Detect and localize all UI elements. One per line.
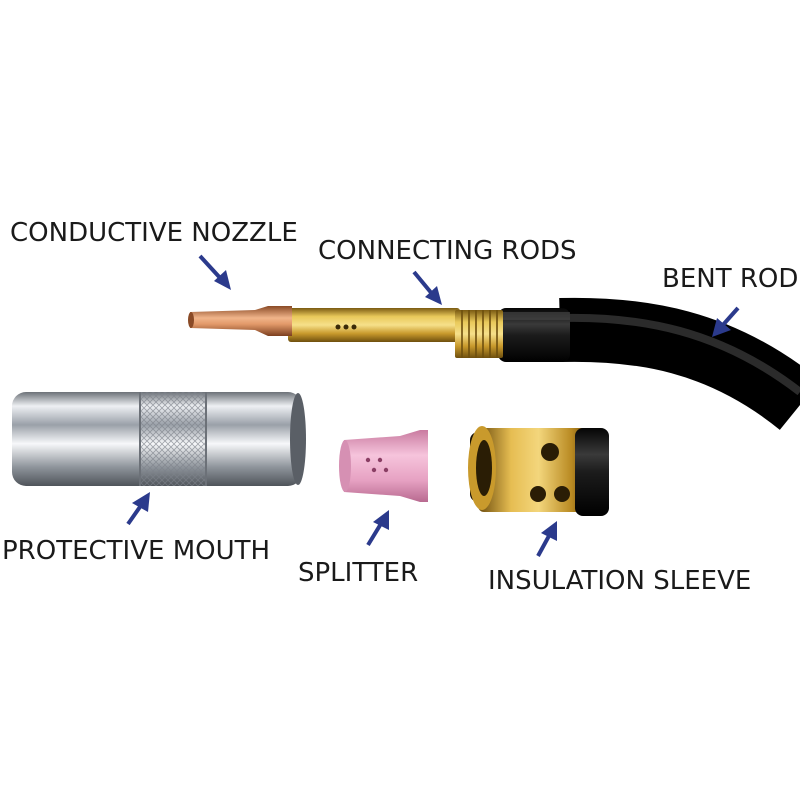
conductive-nozzle: [188, 306, 292, 336]
label-splitter: SPLITTER: [298, 558, 419, 588]
label-insulation-sleeve: INSULATION SLEEVE: [488, 566, 752, 596]
arrow-splitter: [366, 510, 389, 547]
arrow-insulation-sleeve: [536, 521, 557, 557]
arrow-conductive-nozzle: [198, 254, 231, 290]
label-bent-rod: BENT ROD: [662, 264, 799, 294]
insulation-sleeve: [468, 426, 609, 516]
protective-mouth: [12, 392, 306, 486]
label-protective-mouth: PROTECTIVE MOUTH: [2, 536, 271, 566]
arrow-connecting-rods: [412, 270, 442, 305]
bent-rod: [498, 297, 800, 431]
arrow-protective-mouth: [126, 492, 150, 526]
connecting-rod: [288, 308, 503, 358]
label-conductive-nozzle: CONDUCTIVE NOZZLE: [10, 218, 298, 248]
label-connecting-rods: CONNECTING RODS: [318, 236, 577, 266]
arrow-bent-rod: [712, 306, 740, 337]
splitter: [339, 430, 428, 502]
